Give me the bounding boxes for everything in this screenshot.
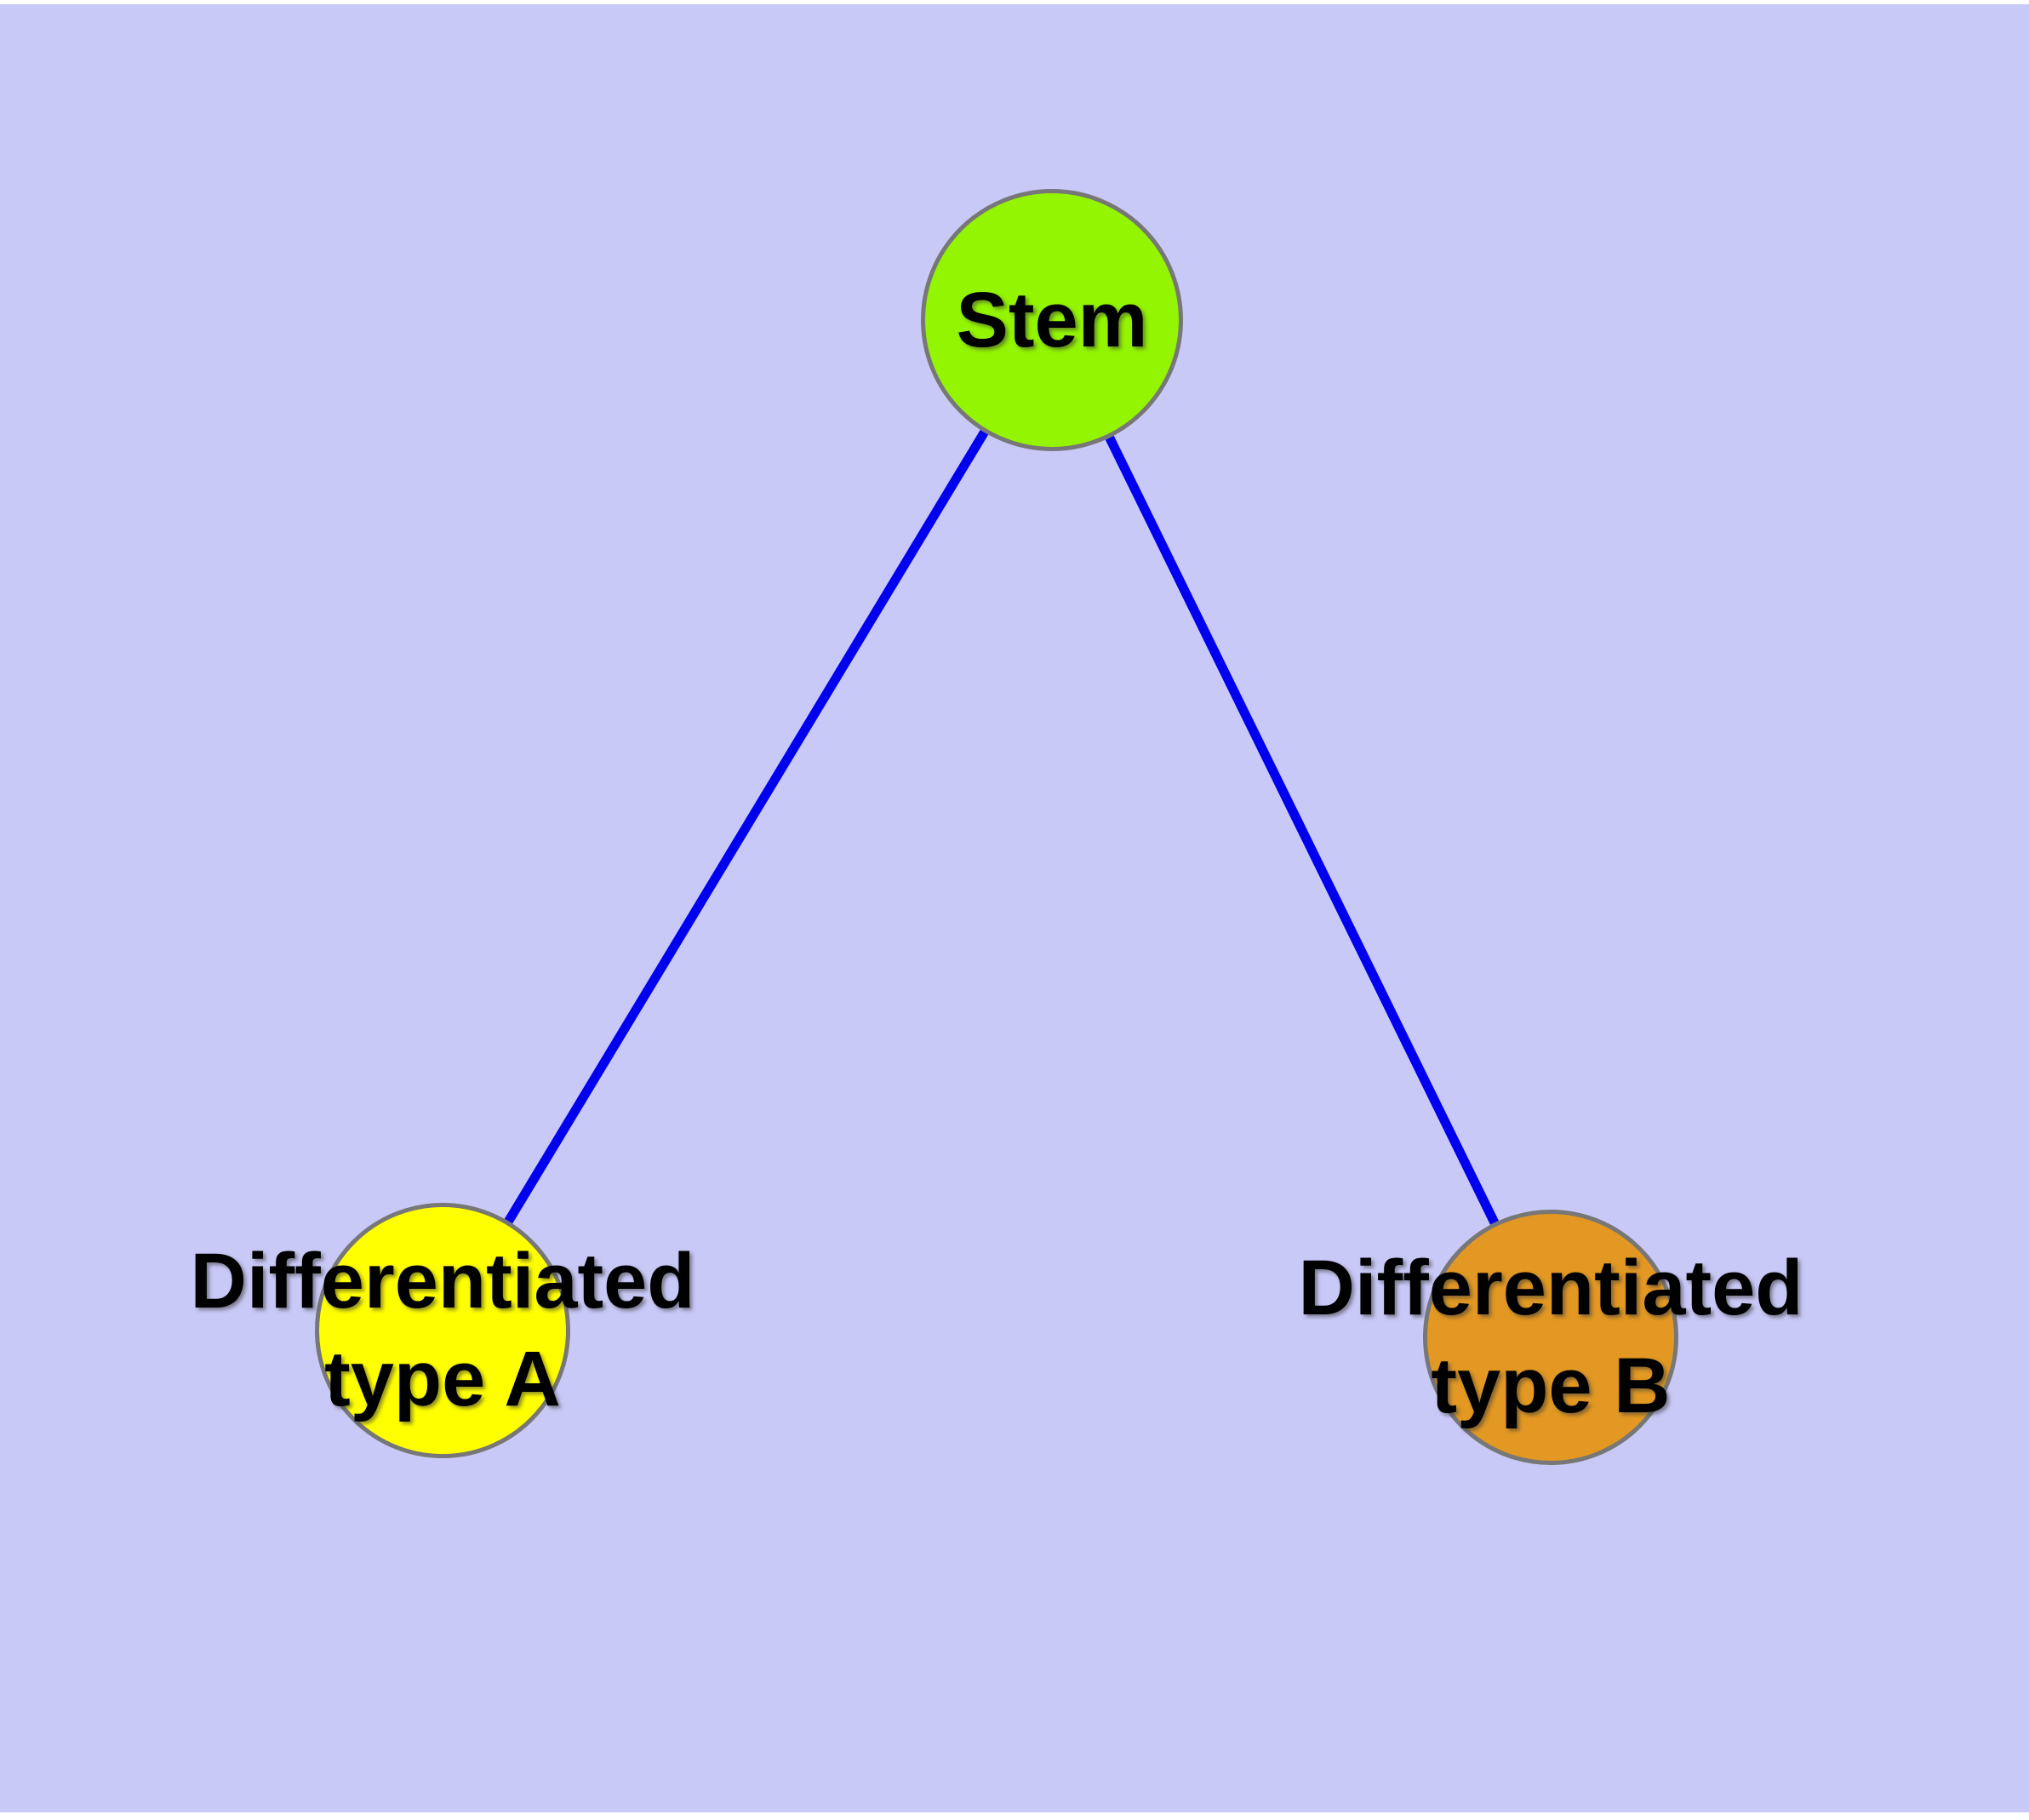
node-differentiated-type-b-label-line2: type B	[1431, 1342, 1671, 1429]
node-differentiated-type-b: Differentiated type B	[1299, 1210, 1803, 1465]
node-stem: Stem	[921, 189, 1183, 451]
edge-stem-to-diff-b	[1105, 435, 1499, 1225]
bottom-page-margin	[0, 1812, 2029, 1820]
node-stem-label: Stem	[956, 276, 1148, 363]
edge-stem-to-diff-a	[504, 430, 989, 1224]
node-differentiated-type-b-label-line1: Differentiated	[1298, 1245, 1803, 1331]
node-differentiated-type-a-label-line2: type A	[324, 1336, 561, 1422]
node-differentiated-type-a: Differentiated type A	[191, 1203, 694, 1458]
top-page-margin	[0, 0, 2029, 4]
node-differentiated-type-a-label-line1: Differentiated	[190, 1238, 695, 1325]
